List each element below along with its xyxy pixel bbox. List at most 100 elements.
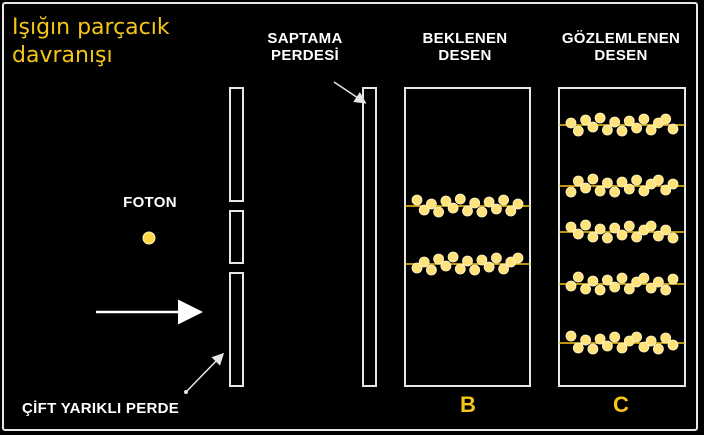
photon-hit-dot <box>594 112 606 124</box>
detector-label-line1: SAPTAMA <box>267 30 343 47</box>
photon-hit-dot <box>565 330 577 342</box>
photon-hit-dot <box>580 114 591 126</box>
photon-hit-dot <box>476 206 488 218</box>
photon-hit-dot <box>653 343 664 355</box>
photon-hit-dot <box>483 261 495 273</box>
photon-hit-dot <box>609 222 621 234</box>
photon-hit-dot <box>609 281 621 293</box>
photon-hit-dot <box>580 334 591 346</box>
photon-hit-dot <box>580 182 591 194</box>
photon-hit-dot <box>512 198 524 210</box>
photon-hit-dot <box>631 122 642 134</box>
photon-hit-dot <box>425 264 437 276</box>
photon-hit-dot <box>462 255 473 267</box>
photon-hit-dot <box>572 342 584 354</box>
photon-hit-dot <box>425 198 437 210</box>
photon-hit-dot <box>660 224 672 236</box>
dot-band <box>405 251 530 276</box>
photon-hit-dot <box>616 342 628 354</box>
photon-hit-dot <box>594 223 606 235</box>
photon-hit-dot <box>653 174 664 186</box>
photon-hit-dot <box>587 121 599 133</box>
photon-hit-dot <box>505 205 517 217</box>
photon-hit-dot <box>602 340 613 352</box>
photon-hit-dot <box>602 274 613 286</box>
photon-hit-dot <box>565 221 577 233</box>
photon-hit-dot <box>667 339 679 351</box>
observed-label-line2: DESEN <box>594 47 648 64</box>
observed-bands <box>559 112 685 355</box>
photon-hit-dot <box>616 125 628 137</box>
photon-hit-dot <box>609 116 621 128</box>
panel-c-letter: C <box>613 392 629 417</box>
double-slit-label: ÇİFT YARIKLI PERDE <box>22 400 180 417</box>
photon-hit-dot <box>653 230 664 242</box>
photon-hit-dot <box>469 264 481 276</box>
photon-hit-dot <box>498 263 510 275</box>
dot-band <box>559 271 685 296</box>
photon-hit-dot <box>623 183 635 195</box>
photon-hit-dot <box>616 229 628 241</box>
photon-hit-dot <box>469 197 481 209</box>
diagram-title: Işığın parçacık davranışı <box>12 15 170 68</box>
photon-hit-dot <box>638 113 650 125</box>
photon-hit-dot <box>572 271 584 283</box>
detector-screen <box>362 87 377 387</box>
photon-hit-dot <box>645 220 657 232</box>
photon-hit-dot <box>660 284 672 296</box>
photon-hit-dot <box>623 220 635 232</box>
dot-band <box>559 112 685 137</box>
photon-hit-dot <box>623 115 635 127</box>
photon-hit-dot <box>638 272 650 284</box>
dot-band <box>559 330 685 355</box>
expected-label-line2: DESEN <box>438 47 492 64</box>
photon-hit-dot <box>602 232 613 244</box>
photon-hit-dot <box>565 117 577 129</box>
photon-hit-dot <box>418 256 430 268</box>
photon-hit-dot <box>565 280 577 292</box>
photon-hit-dot <box>498 194 510 206</box>
photon-hit-dot <box>411 262 423 274</box>
photon-hit-dot <box>667 232 679 244</box>
photon-hit-dot <box>483 196 495 208</box>
photon-hit-dot <box>660 184 672 196</box>
photon-hit-dot <box>609 331 621 343</box>
photon-hit-dot <box>645 124 657 136</box>
photon-hit-dot <box>447 202 459 214</box>
detector-label-line2: PERDESİ <box>271 47 339 64</box>
slit-barrier-bottom <box>229 272 244 387</box>
photon-hit-dot <box>587 173 599 185</box>
photon-hit-dot <box>616 272 628 284</box>
photon-hit-dot <box>667 123 679 135</box>
photon-hit-dot <box>587 275 599 287</box>
photon-hit-dot <box>602 124 613 136</box>
slit-barrier-middle <box>229 210 244 264</box>
expected-pattern-panel <box>404 87 531 387</box>
detector-screen-label: SAPTAMA PERDESİ <box>245 30 365 64</box>
photon-hit-dot <box>638 341 650 353</box>
photon-hit-dot <box>433 253 445 265</box>
photon-hit-dot <box>418 204 430 216</box>
photon-hit-dot <box>454 193 466 205</box>
photon-hit-dot <box>490 203 502 215</box>
slit-barrier-top <box>229 87 244 202</box>
photon-hit-dot <box>580 283 591 295</box>
photon-hit-dot <box>631 231 642 243</box>
photon-hit-dot <box>631 331 642 343</box>
expected-pattern-label: BEKLENEN DESEN <box>400 30 530 64</box>
photon-hit-dot <box>565 186 577 198</box>
photon-label: FOTON <box>123 194 177 211</box>
expected-bands <box>405 193 530 276</box>
photon-hit-dot <box>594 333 606 345</box>
photon-hit-dot <box>667 273 679 285</box>
photon-hit-dot <box>512 252 524 264</box>
photon-hit-dot <box>609 186 621 198</box>
figure-frame <box>2 2 698 431</box>
dot-band <box>559 173 685 198</box>
photon-hit-dot <box>411 194 423 206</box>
photon-hit-dot <box>645 335 657 347</box>
photon-hit-dot <box>638 185 650 197</box>
photon-hit-dot <box>587 343 599 355</box>
photon-hit-dot <box>602 177 613 189</box>
